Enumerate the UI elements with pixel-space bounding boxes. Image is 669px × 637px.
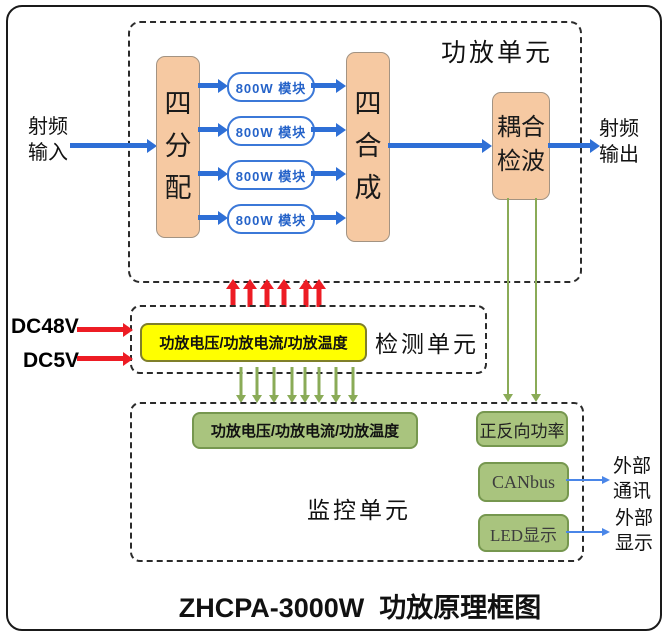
dc48v-label: DC48V [11, 315, 79, 338]
detect-to-monitor-arrow [330, 367, 342, 403]
detect-to-monitor-arrow [299, 367, 311, 403]
detect-to-monitor-arrow [235, 367, 247, 403]
monitor-unit-box [130, 402, 584, 562]
rf-output-arrow [548, 138, 600, 153]
splitter-to-module-arrow [198, 210, 228, 225]
module-800w: 800W 模块 [227, 204, 315, 234]
amp-unit-box [128, 21, 582, 283]
monitor-sense-box: 功放电压/功放电流/功放温度 [192, 412, 418, 449]
canbus-box: CANbus [478, 462, 569, 502]
ext-comm-label: 外部通讯 [612, 456, 651, 502]
detect-sense-box: 功放电压/功放电流/功放温度 [140, 323, 367, 362]
coupler-to-power-arrow [502, 198, 514, 402]
detect-to-monitor-arrow [268, 367, 280, 403]
detect-to-amp-arrow [299, 279, 313, 307]
module-to-combiner-arrow [311, 166, 346, 181]
diagram-title: ZHCPA-3000W 功放原理框图 [178, 593, 542, 623]
module-800w: 800W 模块 [227, 160, 315, 190]
four-way-combiner-box: 四合成 [346, 52, 390, 242]
amp-unit-label: 功放单元 [441, 40, 554, 67]
dc48v-arrow [77, 322, 133, 337]
dc5v-arrow [77, 351, 133, 366]
module-to-combiner-arrow [311, 78, 346, 93]
detect-unit-label: 检测单元 [375, 332, 479, 357]
four-way-splitter-box: 四分配 [156, 56, 200, 238]
led-display-box: LED显示 [478, 514, 569, 552]
detect-to-amp-arrow [277, 279, 291, 307]
module-800w: 800W 模块 [227, 72, 315, 102]
coupling-detector-box: 耦合检波 [492, 92, 550, 200]
led-to-ext-arrow [566, 526, 610, 538]
rf-input-arrow [70, 138, 157, 153]
forward-reverse-power-box: 正反向功率 [476, 411, 568, 447]
detect-to-amp-arrow [243, 279, 257, 307]
rf-output-label: 射频输出 [599, 118, 639, 166]
module-to-combiner-arrow [311, 210, 346, 225]
rf-input-label: 射频输入 [28, 116, 68, 164]
splitter-to-module-arrow [198, 122, 228, 137]
detect-to-monitor-arrow [347, 367, 359, 403]
detect-to-amp-arrow [226, 279, 240, 307]
splitter-to-module-arrow [198, 78, 228, 93]
module-800w: 800W 模块 [227, 116, 315, 146]
dc5v-label: DC5V [23, 349, 80, 372]
monitor-unit-label: 监控单元 [307, 498, 411, 523]
coupler-to-power-arrow [530, 198, 542, 402]
combiner-to-coupler-arrow [388, 138, 492, 153]
detect-to-amp-arrow [312, 279, 326, 307]
detect-to-monitor-arrow [286, 367, 298, 403]
detect-to-monitor-arrow [251, 367, 263, 403]
detect-to-monitor-arrow [313, 367, 325, 403]
canbus-to-ext-arrow [566, 474, 610, 486]
splitter-to-module-arrow [198, 166, 228, 181]
module-to-combiner-arrow [311, 122, 346, 137]
detect-unit-box [130, 305, 487, 374]
outer-border [6, 5, 662, 631]
ext-display-label: 外部显示 [614, 508, 653, 554]
detect-to-amp-arrow [260, 279, 274, 307]
